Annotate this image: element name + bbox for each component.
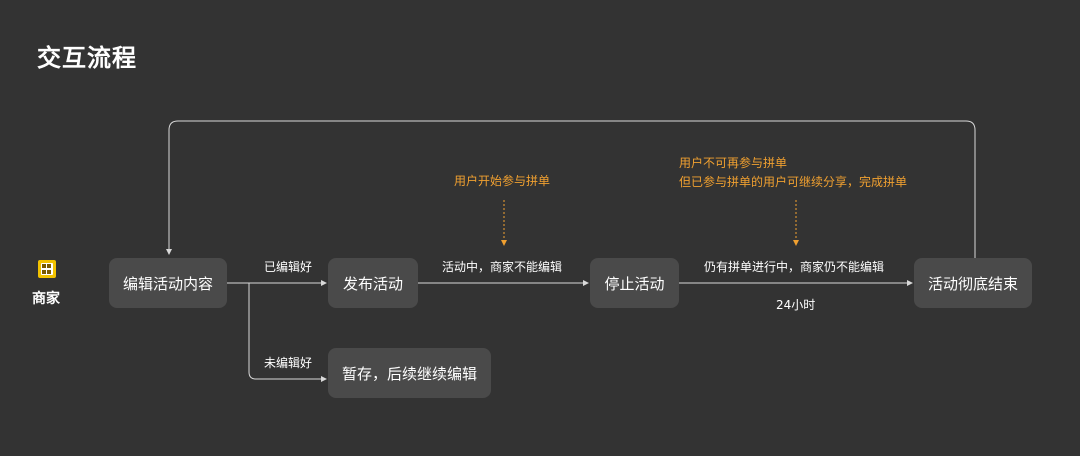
edge-label-active: 活动中，商家不能编辑 (442, 260, 563, 274)
edge-label-not-edited: 未编辑好 (264, 356, 313, 370)
edge-label-still-ongoing: 仍有拼单进行中，商家仍不能编辑 (704, 260, 885, 274)
node-draft: 暂存，后续继续编辑 (328, 348, 491, 398)
note-after-stop-line-1: 用户不可再参与拼单 (679, 156, 788, 170)
node-publish: 发布活动 (328, 258, 418, 308)
node-stop: 停止活动 (590, 258, 679, 308)
merchant-shop-icon (38, 260, 56, 278)
node-end: 活动彻底结束 (914, 258, 1032, 308)
node-edit-content: 编辑活动内容 (109, 258, 227, 308)
edge-label-edited: 已编辑好 (264, 260, 313, 274)
edit-to-draft-arrow (248, 283, 327, 382)
actor-label: 商家 (32, 291, 60, 307)
note-after-stop: 用户不可再参与拼单 但已参与拼单的用户可继续分享，完成拼单 (679, 154, 907, 192)
note-start-join: 用户开始参与拼单 (454, 174, 551, 188)
loop-back-arrow (166, 120, 976, 258)
note-after-stop-line-2: 但已参与拼单的用户可继续分享，完成拼单 (679, 175, 908, 189)
page-title: 交互流程 (37, 44, 137, 72)
edge-label-hours: 24小时 (776, 298, 816, 312)
